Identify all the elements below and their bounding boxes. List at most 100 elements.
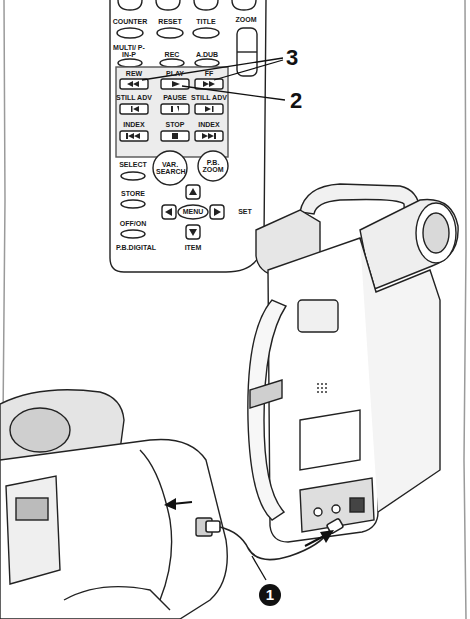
remote-control xyxy=(161,104,189,114)
camcorder xyxy=(317,383,327,393)
connection-cable xyxy=(220,527,330,560)
remote-control xyxy=(110,0,266,272)
button-symbol xyxy=(189,188,197,195)
remote-control xyxy=(237,51,257,52)
remote-control xyxy=(195,79,223,89)
button-label: STILL ADV xyxy=(116,94,152,101)
leader-line xyxy=(142,58,283,80)
button-label: P.B.DIGITAL xyxy=(116,244,156,251)
camcorder xyxy=(64,587,170,610)
camcorder xyxy=(321,387,323,389)
camcorder xyxy=(325,391,327,393)
button-symbol xyxy=(171,106,179,112)
camcorder xyxy=(350,498,364,512)
camcorder xyxy=(317,391,319,393)
button-label: OFF/ON xyxy=(120,220,146,227)
button-label: ITEM xyxy=(185,244,202,251)
direction-arrow xyxy=(320,530,334,543)
remote-control xyxy=(162,205,176,219)
button-symbol xyxy=(172,133,178,139)
remote-control xyxy=(210,205,224,219)
button-symbol xyxy=(172,81,180,87)
button-symbol xyxy=(127,81,139,87)
camcorder xyxy=(360,238,440,512)
remote-control xyxy=(186,225,200,239)
button-label: MENU xyxy=(183,208,204,215)
remote-control xyxy=(120,79,148,89)
camcorder xyxy=(0,439,227,619)
camcorder xyxy=(317,383,319,385)
camcorder xyxy=(332,505,340,513)
button-label: STORE xyxy=(121,190,145,197)
remote-control xyxy=(157,28,183,38)
camcorder xyxy=(298,300,338,332)
button-symbol xyxy=(205,106,214,112)
button-label: FF xyxy=(205,70,214,77)
remote-control xyxy=(195,59,219,67)
camcorder xyxy=(248,184,458,542)
camcorder xyxy=(0,390,227,619)
button-symbol xyxy=(131,106,139,112)
button-symbol xyxy=(126,133,140,139)
button-symbol xyxy=(202,133,216,139)
button-label: RESET xyxy=(158,18,181,25)
button-label: TITLE xyxy=(196,18,215,25)
remote-control xyxy=(118,59,142,67)
remote-control xyxy=(198,151,228,181)
remote-control xyxy=(120,104,148,114)
remote-control xyxy=(161,131,189,141)
callout-number: 1 xyxy=(266,587,274,603)
button-symbol xyxy=(165,208,172,216)
button-symbol xyxy=(189,229,197,236)
camcorder xyxy=(416,203,456,263)
remote-control xyxy=(195,104,223,114)
button-label: INDEX xyxy=(198,121,219,128)
camcorder xyxy=(325,387,327,389)
scan-edge xyxy=(464,0,466,619)
button-label: INDEX xyxy=(123,121,144,128)
camcorder xyxy=(248,300,286,520)
remote-control xyxy=(195,131,223,141)
remote-control xyxy=(121,230,145,238)
leader-line xyxy=(214,60,283,80)
button-label: MULTI/ P-IN-P xyxy=(113,44,145,59)
callout-badge xyxy=(259,584,281,606)
button-label: SET xyxy=(238,208,252,215)
remote-control xyxy=(178,205,208,219)
remote-control xyxy=(232,0,256,10)
remote-control xyxy=(110,0,266,272)
remote-control xyxy=(120,131,148,141)
camcorder xyxy=(317,387,319,389)
camcorder xyxy=(360,200,458,290)
camcorder xyxy=(321,391,323,393)
connection-cable xyxy=(206,521,220,532)
button-label: SELECT xyxy=(119,161,147,168)
remote-control xyxy=(121,172,145,180)
button-label: PLAY xyxy=(166,70,184,77)
callout-number: 3 xyxy=(286,46,298,69)
camcorder xyxy=(140,450,172,600)
camcorder xyxy=(314,508,322,516)
button-label: STOP xyxy=(166,121,185,128)
camcorder xyxy=(325,383,327,385)
direction-arrow xyxy=(164,498,176,510)
camcorder xyxy=(10,408,70,452)
callout-badge xyxy=(259,584,281,606)
button-label: VAR. SEARCH xyxy=(156,161,184,176)
button-label: REW xyxy=(126,70,142,77)
remote-control xyxy=(194,0,218,10)
remote-control xyxy=(116,67,228,157)
button-label: REC xyxy=(165,51,180,58)
button-label: P.B. ZOOM xyxy=(201,159,225,174)
button-symbol xyxy=(214,208,221,216)
camcorder xyxy=(321,383,323,385)
button-label: ZOOM xyxy=(236,16,257,23)
button-label: PAUSE xyxy=(163,94,187,101)
button-label: COUNTER xyxy=(113,18,148,25)
button-symbol xyxy=(203,81,215,87)
remote-control xyxy=(160,59,184,67)
camcorder xyxy=(6,476,60,584)
camcorder xyxy=(250,380,282,408)
remote-control xyxy=(121,200,145,208)
remote-control xyxy=(117,28,143,38)
